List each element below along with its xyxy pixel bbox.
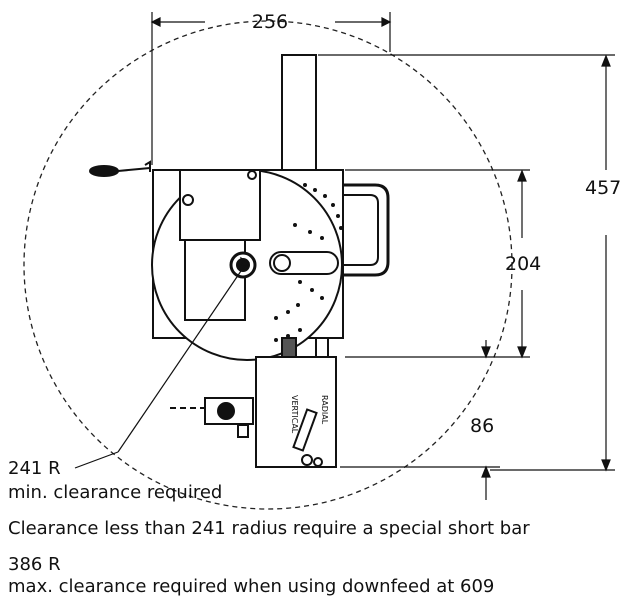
dim-feed-height (340, 340, 500, 500)
total-height-value: 457 (585, 177, 621, 199)
min-clearance-note: min. clearance required (8, 482, 223, 503)
vertical-label: VERTICAL (290, 395, 299, 434)
main-body (151, 169, 390, 361)
max-radius-label: 386 R (8, 554, 61, 575)
feed-height-value: 86 (470, 415, 494, 437)
mast (281, 54, 317, 171)
crank-handle (89, 160, 151, 177)
width-value: 256 (252, 11, 288, 33)
max-clearance-note: max. clearance required when using downf… (8, 576, 495, 597)
min-radius-label: 241 R (8, 458, 61, 479)
dim-total-height (318, 54, 615, 472)
short-bar-note: Clearance less than 241 radius require a… (8, 518, 530, 539)
body-height-value: 204 (505, 253, 541, 275)
feed-unit: VERTICAL RADIAL (170, 356, 337, 468)
min-radius-leader (74, 256, 251, 469)
dim-width (150, 12, 392, 165)
dim-body-height (345, 169, 530, 359)
max-clearance-circle (23, 20, 513, 510)
radial-label: RADIAL (320, 395, 329, 425)
